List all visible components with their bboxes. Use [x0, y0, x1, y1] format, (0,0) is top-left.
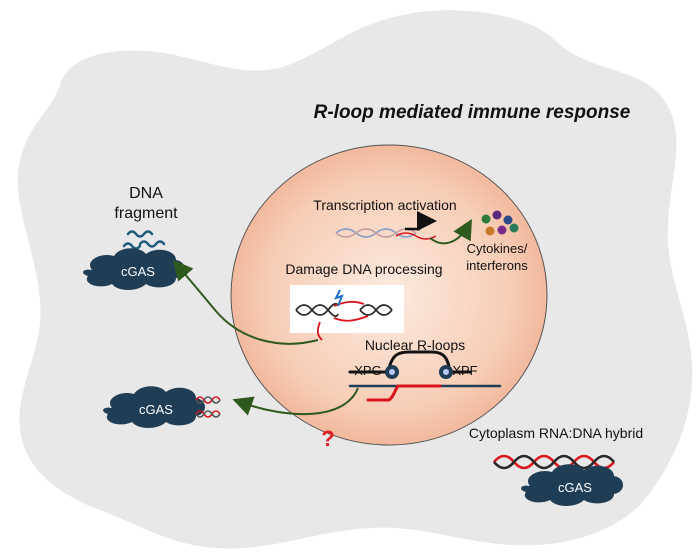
damage-dna-processing-label: Damage DNA processing	[285, 261, 442, 277]
cgas-cloud-middle: cGAS	[103, 386, 205, 428]
cytokine-dot	[492, 210, 502, 220]
cgas-cloud-top: cGAS	[83, 248, 185, 290]
cytokines-label-1: Cytokines/	[467, 241, 528, 256]
damage-dna-helix	[295, 289, 393, 341]
cytokine-dots	[481, 210, 519, 236]
xpf-enzyme	[439, 365, 453, 379]
dna-fragment-squiggles	[122, 230, 166, 250]
cytokine-dot	[481, 214, 491, 224]
cgas-cloud-bottom: cGAS	[521, 464, 623, 506]
cytoplasm-hybrid-label: Cytoplasm RNA:DNA hybrid	[469, 425, 643, 441]
arrow-to-cgas-middle	[232, 387, 359, 416]
dna-fragment-label-2: fragment	[114, 205, 178, 222]
cytokine-dot	[485, 226, 495, 236]
cytokine-dot	[503, 215, 513, 225]
xpf-label: XPF	[452, 363, 477, 378]
hybrid-helix-middle	[195, 396, 221, 418]
transcription-activation-label: Transcription activation	[313, 197, 456, 213]
hybrid-helix-bottom	[493, 454, 615, 470]
xpg-label: XPG	[354, 363, 381, 378]
arrow-to-cytokines	[429, 219, 472, 245]
cytokine-dot	[509, 223, 519, 233]
cgas-label-bottom: cGAS	[558, 480, 592, 495]
arrow-to-cgas-top	[172, 259, 319, 345]
cytokines-label-2: interferons	[466, 258, 528, 273]
question-mark: ?	[321, 426, 334, 451]
cytokine-dot	[497, 225, 507, 235]
diagram-title: R-loop mediated immune response	[314, 102, 631, 123]
cgas-label-top: cGAS	[121, 264, 155, 279]
rloop-structure	[348, 350, 502, 402]
dna-fragment-label-1: DNA	[129, 185, 163, 202]
cgas-label-middle: cGAS	[139, 402, 173, 417]
nuclear-rloops-label: Nuclear R-loops	[365, 337, 465, 353]
xpg-enzyme	[385, 365, 399, 379]
damage-dna-panel	[290, 285, 404, 333]
